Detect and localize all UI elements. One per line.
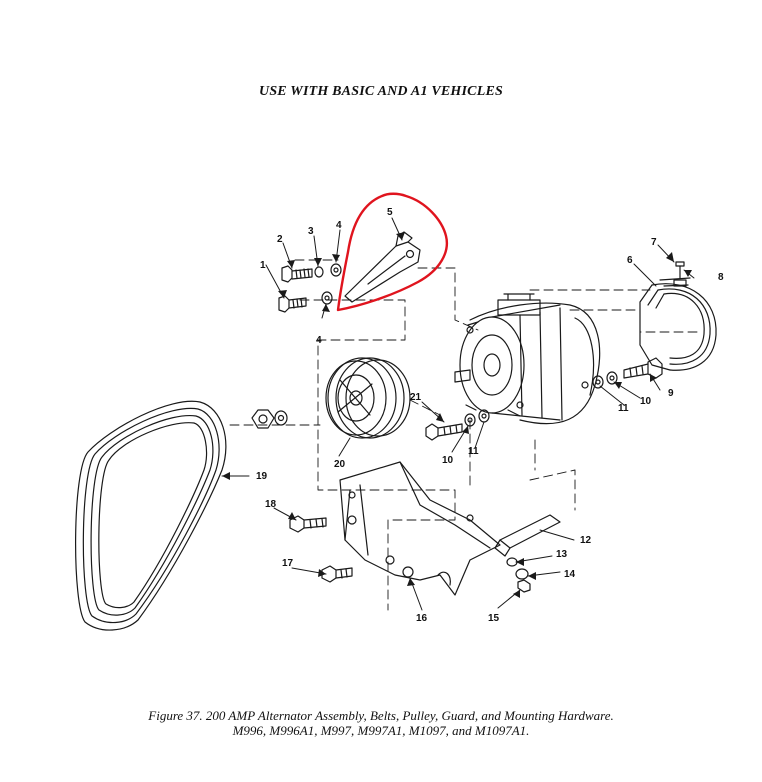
callout-9: 9: [668, 388, 674, 399]
lower-bolts: [289, 515, 353, 583]
callout-15: 15: [488, 613, 500, 624]
middle-bolt: [425, 409, 490, 441]
callout-5: 5: [387, 207, 393, 218]
guard-screw-nut: [673, 261, 687, 287]
callout-2: 2: [277, 234, 283, 245]
callout-16: 16: [416, 613, 428, 624]
adjusting-bracket: [344, 231, 421, 303]
callout-10-right: 10: [640, 396, 652, 407]
caption-line-2: M996, M996A1, M997, M997A1, M1097, and M…: [232, 723, 530, 738]
callout-7: 7: [651, 237, 657, 248]
page-header: USE WITH BASIC AND A1 VEHICLES: [259, 84, 503, 99]
upper-bolts: [278, 263, 342, 313]
callout-17: 17: [282, 558, 294, 569]
callout-20: 20: [334, 459, 346, 470]
belt-assembly: [75, 400, 227, 631]
alignment-lines: [229, 259, 701, 611]
callout-21: 21: [410, 392, 422, 403]
callout-14: 14: [564, 569, 576, 580]
bracket-hardware: [506, 557, 531, 593]
leader-lines: [221, 217, 695, 611]
callout-10-middle: 10: [442, 455, 454, 466]
support-bracket: [494, 514, 561, 557]
callout-19: 19: [256, 471, 268, 482]
highlight-circle: [336, 192, 449, 312]
callout-11-middle: 11: [468, 446, 479, 457]
right-bolt: [592, 357, 663, 389]
pulley-nut-washer: [251, 409, 288, 429]
arrowheads: [222, 232, 692, 598]
callout-12: 12: [580, 535, 592, 546]
callout-numbers: 1 2 3 4 4 5 6 7 8 9 10 11 10 11 21 20 19…: [256, 207, 724, 624]
callout-8: 8: [718, 272, 724, 283]
callout-1: 1: [260, 260, 266, 271]
callout-4-upper: 4: [336, 220, 342, 231]
callout-4-lower: 4: [316, 335, 322, 346]
figure-caption: Figure 37. 200 AMP Alternator Assembly, …: [0, 708, 762, 738]
callout-13: 13: [556, 549, 568, 560]
callout-11-right: 11: [618, 403, 629, 414]
callout-3: 3: [308, 226, 314, 237]
caption-line-1: Figure 37. 200 AMP Alternator Assembly, …: [148, 708, 614, 723]
pulley-assembly: [325, 357, 411, 439]
callout-18: 18: [265, 499, 277, 510]
mounting-bracket: [339, 461, 501, 596]
alternator-body: [454, 293, 601, 425]
guard-ring: [639, 277, 717, 371]
callout-6: 6: [627, 255, 633, 266]
